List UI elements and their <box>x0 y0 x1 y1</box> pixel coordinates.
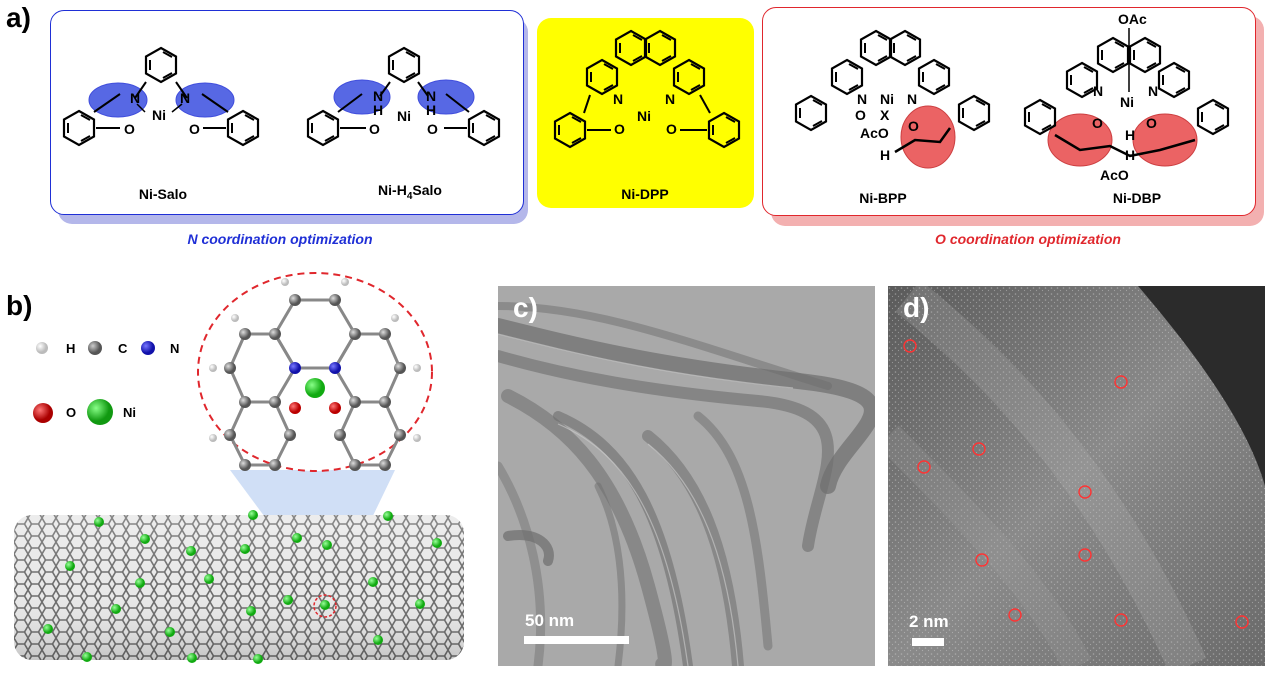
atom-n: N <box>180 90 190 106</box>
label-ni-salo: Ni-Salo <box>138 186 188 202</box>
svg-text:H: H <box>1125 127 1135 143</box>
ni-single-atoms <box>43 510 442 664</box>
caption-n-coordination: N coordination optimization <box>187 231 373 247</box>
atom-legend <box>33 341 155 425</box>
panel-label-c: c) <box>513 292 538 323</box>
atom-o: O <box>124 121 135 137</box>
svg-text:N: N <box>907 91 917 107</box>
ni-h4salo-structure: N H N H Ni O O <box>306 46 501 147</box>
stem-region <box>888 286 1265 666</box>
svg-text:Ni: Ni <box>880 91 894 107</box>
legend-c-sphere <box>88 341 102 355</box>
svg-text:Ni: Ni <box>397 108 411 124</box>
svg-text:O: O <box>666 121 677 137</box>
molecule-structures: N N Ni O O N H N H Ni O O N <box>62 11 1230 183</box>
label-ni-dbp: Ni-DBP <box>1112 190 1162 206</box>
atom-aco: AcO <box>860 125 889 141</box>
legend-ni-label: Ni <box>123 405 136 420</box>
ni-dbp-structure: OAc N N Ni O O H H AcO <box>1023 11 1230 183</box>
atom-oac: OAc <box>1118 11 1147 27</box>
stem-scale-label: 2 nm <box>909 612 949 631</box>
ni-dpp-structure: N N Ni O O <box>553 29 741 149</box>
zoomed-ni-dpp-model <box>197 272 433 472</box>
svg-text:Ni: Ni <box>1120 94 1134 110</box>
legend-h-sphere <box>36 342 48 354</box>
stem-scale-bar <box>912 638 944 646</box>
nanotube-model <box>14 470 464 664</box>
panel-label-d: d) <box>903 292 930 323</box>
svg-text:N: N <box>426 88 436 104</box>
atom-ni: Ni <box>152 107 166 123</box>
ni-bpp-structure: N N Ni X O AcO O H <box>794 29 991 169</box>
atom-o: O <box>189 121 200 137</box>
svg-text:N: N <box>373 88 383 104</box>
legend-o-label: O <box>66 405 77 420</box>
svg-text:H: H <box>880 147 890 163</box>
label-ni-dpp: Ni-DPP <box>621 186 669 202</box>
svg-text:O: O <box>908 118 919 134</box>
svg-text:O: O <box>1146 115 1157 131</box>
svg-text:Ni: Ni <box>637 108 651 124</box>
tem-image: 50 nm <box>498 286 875 666</box>
legend-n-label: N <box>170 341 180 356</box>
svg-text:N: N <box>1148 83 1158 99</box>
svg-text:O: O <box>369 121 380 137</box>
ni-salo-structure: N N Ni O O <box>62 46 260 147</box>
tem-fibers <box>498 286 875 666</box>
svg-text:H: H <box>373 102 383 118</box>
tem-scale-bar <box>524 636 629 644</box>
single-atom-markers <box>903 339 1249 629</box>
svg-text:X: X <box>880 107 890 123</box>
legend-ni-sphere <box>87 399 113 425</box>
svg-text:AcO: AcO <box>1100 167 1129 183</box>
highlight-circle <box>313 594 337 618</box>
legend-o-sphere <box>33 403 53 423</box>
caption-o-coordination: O coordination optimization <box>935 231 1121 247</box>
label-ni-bpp: Ni-BPP <box>859 190 907 206</box>
legend-h-label: H <box>66 341 76 356</box>
panel-label-b: b) <box>6 290 33 321</box>
legend-n-sphere <box>141 341 155 355</box>
stem-image: 2 nm <box>888 286 1265 666</box>
zoom-dashed-circle <box>197 272 433 472</box>
svg-text:N: N <box>613 91 623 107</box>
svg-text:N: N <box>1093 83 1103 99</box>
tem-scale-label: 50 nm <box>525 611 575 630</box>
svg-text:O: O <box>614 121 625 137</box>
svg-text:O: O <box>855 107 866 123</box>
svg-text:N: N <box>665 91 675 107</box>
ni-center-atom <box>305 378 325 398</box>
atom-n: N <box>130 90 140 106</box>
svg-text:H: H <box>426 102 436 118</box>
label-ni-h4salo: Ni-H4Salo <box>378 182 442 202</box>
svg-text:O: O <box>1092 115 1103 131</box>
legend-c-label: C <box>118 341 128 356</box>
o-coordination-box <box>762 7 1256 216</box>
panel-label-a: a) <box>6 2 31 33</box>
svg-text:O: O <box>427 121 438 137</box>
svg-text:N: N <box>857 91 867 107</box>
